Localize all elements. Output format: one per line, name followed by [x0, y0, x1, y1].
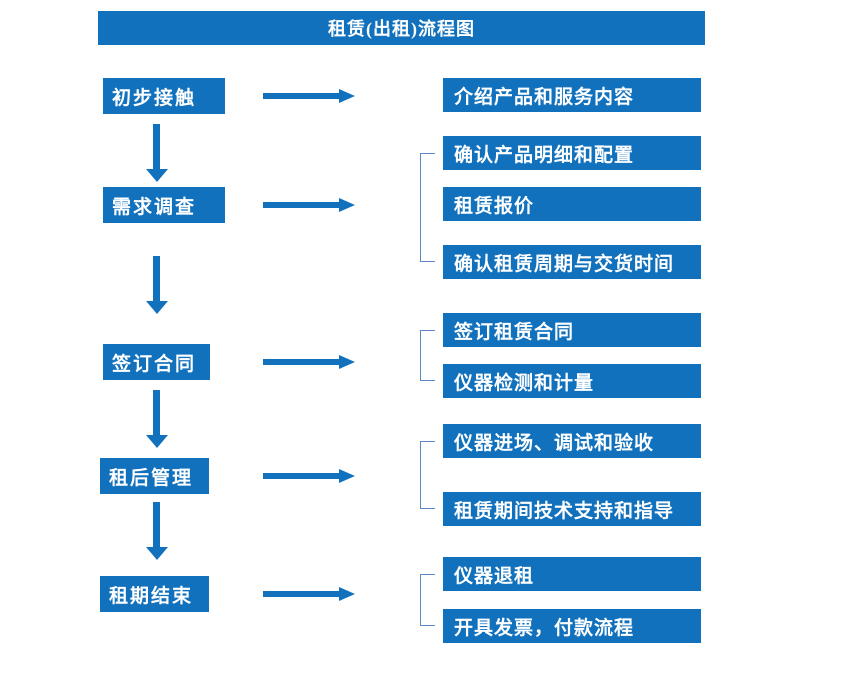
detail-box-introduce-products: 介绍产品和服务内容: [443, 78, 701, 112]
right-arrow-2: [263, 198, 355, 212]
group-bracket-lease-end: [420, 574, 435, 626]
down-arrow-shaft: [153, 124, 160, 170]
step-box-lease-end: 租期结束: [100, 576, 209, 612]
detail-label: 仪器进场、调试和验收: [454, 432, 655, 454]
down-arrow-shaft: [153, 390, 160, 436]
page-title: 租赁(出租)流程图: [328, 19, 475, 39]
step-label: 租期结束: [109, 585, 194, 607]
detail-box-confirm-period-delivery: 确认租赁周期与交货时间: [443, 245, 701, 279]
detail-label: 签订租赁合同: [454, 321, 575, 343]
right-arrow-shaft: [263, 591, 339, 597]
detail-box-invoice-payment: 开具发票，付款流程: [443, 609, 701, 643]
down-arrow-4: [146, 502, 168, 560]
detail-label: 确认产品明细和配置: [454, 144, 635, 166]
down-arrow-head: [146, 169, 168, 182]
step-box-sign-contract: 签订合同: [103, 344, 210, 380]
down-arrow-shaft: [153, 502, 160, 548]
step-box-demand-survey: 需求调查: [103, 187, 225, 223]
detail-label: 介绍产品和服务内容: [454, 86, 635, 108]
detail-label: 仪器检测和计量: [454, 372, 595, 394]
group-bracket-sign-contract: [420, 330, 435, 381]
down-arrow-3: [146, 390, 168, 448]
step-box-post-rental-management: 租后管理: [100, 458, 209, 494]
detail-label: 仪器退租: [454, 565, 535, 587]
detail-box-confirm-product-config: 确认产品明细和配置: [443, 136, 701, 170]
right-arrow-shaft: [263, 93, 339, 99]
right-arrow-head: [339, 198, 355, 212]
detail-label: 租赁期间技术支持和指导: [454, 500, 675, 522]
right-arrow-1: [263, 89, 355, 103]
down-arrow-2: [146, 256, 168, 314]
down-arrow-head: [146, 301, 168, 314]
group-bracket-demand-survey: [420, 153, 435, 262]
right-arrow-head: [339, 89, 355, 103]
step-label: 租后管理: [109, 467, 194, 489]
step-box-initial-contact: 初步接触: [103, 78, 225, 114]
down-arrow-head: [146, 435, 168, 448]
step-label: 需求调查: [112, 196, 197, 218]
right-arrow-shaft: [263, 359, 339, 365]
right-arrow-head: [339, 469, 355, 483]
right-arrow-3: [263, 355, 355, 369]
detail-label: 开具发票，付款流程: [454, 617, 635, 639]
right-arrow-head: [339, 355, 355, 369]
title-bar: 租赁(出租)流程图: [98, 11, 705, 45]
step-label: 签订合同: [112, 353, 197, 375]
right-arrow-head: [339, 587, 355, 601]
down-arrow-1: [146, 124, 168, 182]
right-arrow-shaft: [263, 473, 339, 479]
detail-box-technical-support: 租赁期间技术支持和指导: [443, 492, 701, 526]
group-bracket-post-rental: [420, 441, 435, 509]
detail-box-sign-rental-contract: 签订租赁合同: [443, 313, 701, 347]
down-arrow-head: [146, 547, 168, 560]
detail-box-instrument-inspection: 仪器检测和计量: [443, 364, 701, 398]
step-label: 初步接触: [112, 87, 197, 109]
detail-box-rental-quote: 租赁报价: [443, 187, 701, 221]
detail-box-instrument-setup-acceptance: 仪器进场、调试和验收: [443, 424, 701, 458]
right-arrow-shaft: [263, 202, 339, 208]
detail-box-instrument-return: 仪器退租: [443, 557, 701, 591]
right-arrow-4: [263, 469, 355, 483]
right-arrow-5: [263, 587, 355, 601]
detail-label: 租赁报价: [454, 195, 535, 217]
detail-label: 确认租赁周期与交货时间: [454, 253, 675, 275]
down-arrow-shaft: [153, 256, 160, 302]
